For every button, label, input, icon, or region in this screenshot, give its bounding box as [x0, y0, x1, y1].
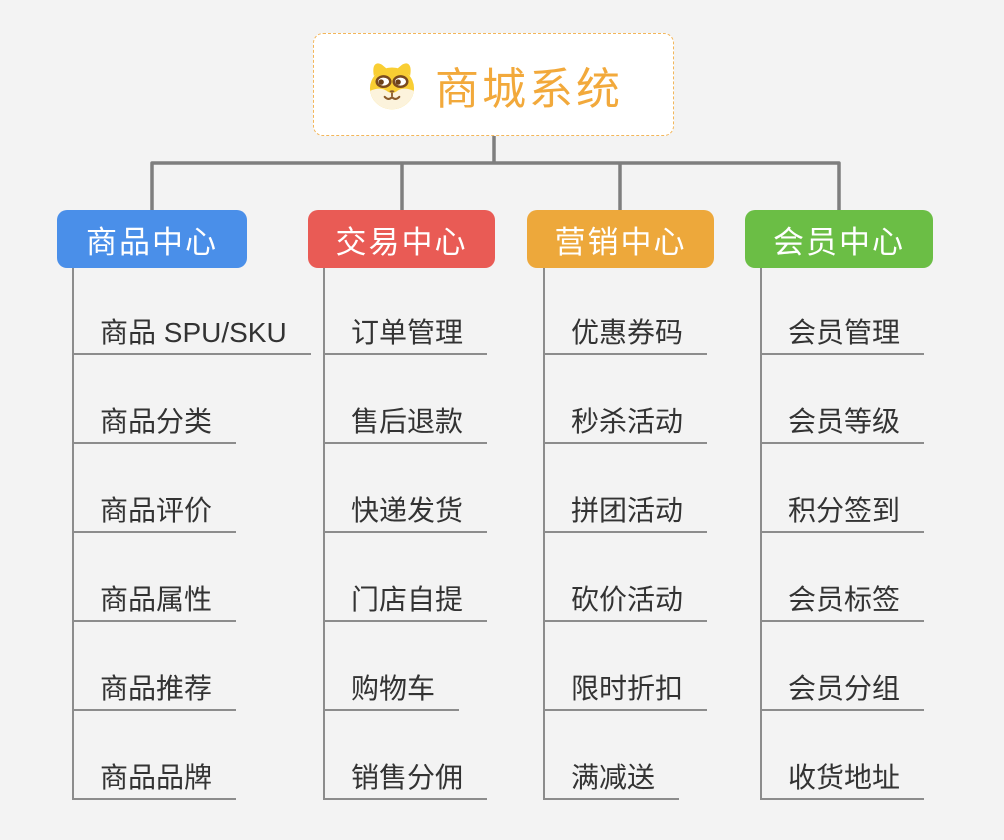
subtopic-item[interactable]: 商品属性	[72, 580, 237, 622]
root-topic-title: 商城系统	[435, 64, 623, 114]
branch-marketing-center[interactable]: 营销中心	[527, 210, 714, 268]
subtopic-item[interactable]: 会员标签	[760, 580, 925, 622]
branch-spine-line	[72, 268, 74, 800]
subtopic-item[interactable]: 收货地址	[760, 758, 925, 800]
subtopic-item[interactable]: 限时折扣	[543, 669, 708, 711]
branch-trade-center[interactable]: 交易中心	[308, 210, 495, 268]
subtopic-item[interactable]: 门店自提	[323, 580, 488, 622]
branch-spine-line	[760, 268, 762, 800]
subtopic-item[interactable]: 快递发货	[323, 491, 488, 533]
branch-spine-line	[323, 268, 325, 800]
subtopic-item[interactable]: 秒杀活动	[543, 402, 708, 444]
subtopic-item[interactable]: 商品品牌	[72, 758, 237, 800]
branch-member-center[interactable]: 会员中心	[745, 210, 933, 268]
subtopic-item[interactable]: 会员分组	[760, 669, 925, 711]
dog-face-icon	[364, 59, 420, 111]
subtopic-item[interactable]: 售后退款	[323, 402, 488, 444]
subtopic-item[interactable]: 订单管理	[323, 313, 488, 355]
subtopic-item[interactable]: 优惠券码	[543, 313, 708, 355]
subtopic-item[interactable]: 会员等级	[760, 402, 925, 444]
branch-spine-line	[543, 268, 545, 800]
subtopic-item[interactable]: 满减送	[543, 758, 680, 800]
subtopic-item[interactable]: 商品推荐	[72, 669, 237, 711]
subtopic-item[interactable]: 购物车	[323, 669, 460, 711]
subtopic-item[interactable]: 商品评价	[72, 491, 237, 533]
branch-product-center[interactable]: 商品中心	[57, 210, 247, 268]
subtopic-item[interactable]: 销售分佣	[323, 758, 488, 800]
root-topic[interactable]: 商城系统	[313, 33, 674, 136]
subtopic-item[interactable]: 砍价活动	[543, 580, 708, 622]
subtopic-item[interactable]: 商品分类	[72, 402, 237, 444]
subtopic-item[interactable]: 拼团活动	[543, 491, 708, 533]
subtopic-item[interactable]: 商品 SPU/SKU	[72, 313, 311, 355]
subtopic-item[interactable]: 积分签到	[760, 491, 925, 533]
subtopic-item[interactable]: 会员管理	[760, 313, 925, 355]
